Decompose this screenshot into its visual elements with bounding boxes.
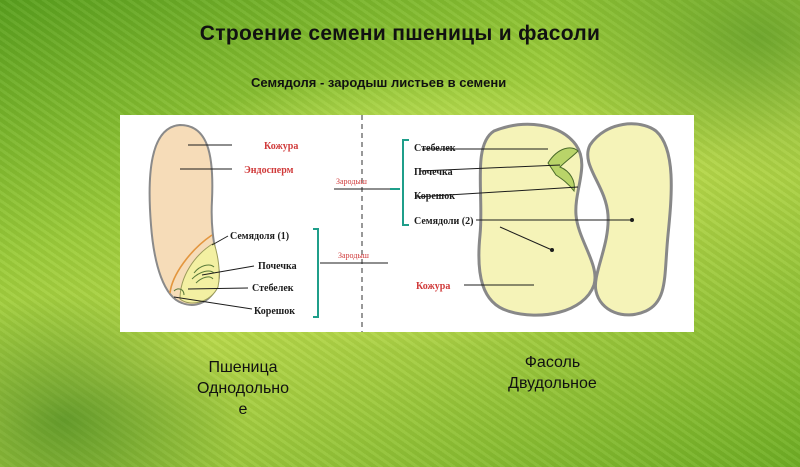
seed-diagram-svg: Кожура Эндосперм Семядоля (1) Почечка Ст… <box>148 115 673 332</box>
caption-wheat: Пшеница Однодольно е <box>178 357 308 420</box>
slide-subtitle: Семядоля - зародыш листьев в семени <box>251 75 507 90</box>
caption-wheat-line-1: Пшеница <box>208 359 278 376</box>
bean-label-root: Корешок <box>414 191 455 202</box>
leader-root <box>173 296 253 310</box>
wheat-bud-lines <box>191 264 215 284</box>
bean-right-cotyledon <box>586 122 673 317</box>
wheat-label-stem: Стебелек <box>252 283 294 294</box>
middle-label-embryo-top: Зародыш <box>336 177 368 186</box>
caption-wheat-line-3: е <box>238 401 248 418</box>
leader-cotyledon <box>211 235 229 246</box>
bean-label-coat: Кожура <box>416 281 450 292</box>
middle-label-embryo-bottom: Зародыш <box>338 251 370 260</box>
caption-bean: Фасоль Двудольное <box>480 352 625 394</box>
wheat-grain <box>148 123 221 306</box>
slide-title: Строение семени пшеницы и фасоли <box>199 22 601 45</box>
seed-diagram: Кожура Эндосперм Семядоля (1) Почечка Ст… <box>120 115 694 332</box>
bean-label-stem: Стебелек <box>414 143 456 154</box>
bean-dot-left <box>550 248 554 252</box>
leader-bud <box>201 265 255 276</box>
wheat-label-cotyledon: Семядоля (1) <box>230 231 289 242</box>
caption-bean-line-1: Фасоль <box>524 354 581 371</box>
wheat-label-root: Корешок <box>254 306 295 317</box>
bean-leader-root <box>415 186 579 198</box>
wheat-label-endosperm: Эндосперм <box>244 165 294 176</box>
bean-seed <box>477 122 673 317</box>
wheat-label-coat: Кожура <box>264 141 298 152</box>
bean-embryo-shape <box>547 147 579 193</box>
bean-dot-right <box>630 218 634 222</box>
caption-bean-line-2: Двудольное <box>508 375 597 392</box>
wheat-label-bud: Почечка <box>258 261 297 272</box>
leader-stem <box>187 287 249 290</box>
wheat-root-line <box>173 288 185 296</box>
bean-leader-bud <box>419 164 561 172</box>
bean-label-bud: Почечка <box>414 167 453 178</box>
wheat-scutellum-line <box>169 234 213 294</box>
bean-leader-cotyledons-left <box>499 226 553 251</box>
caption-wheat-line-2: Однодольно <box>196 380 290 397</box>
bean-label-cotyledons: Семядоли (2) <box>414 216 473 227</box>
bean-bracket <box>402 139 409 226</box>
wheat-bracket <box>313 228 319 318</box>
